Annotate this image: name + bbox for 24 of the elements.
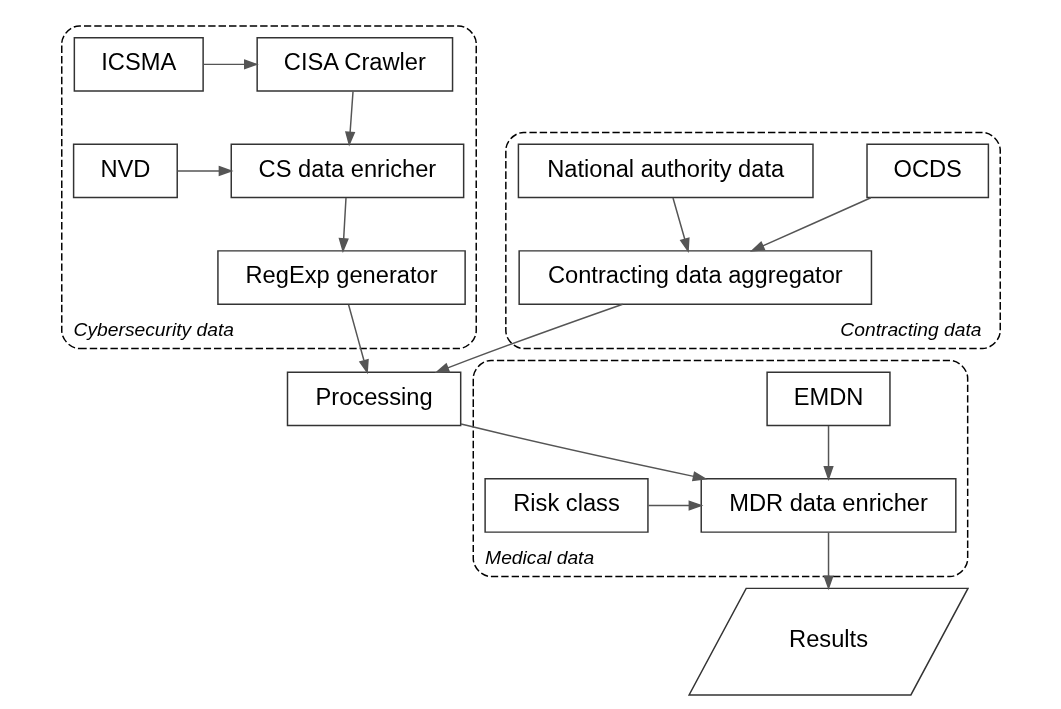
node-box: Processing [286,371,461,427]
node-box: RegExp generator [216,250,466,305]
node-box: OCDS [865,143,989,199]
node-box: NVD [72,143,178,199]
arrow [671,197,690,253]
node-box: National authority data [517,143,814,199]
arrow [434,303,623,374]
arrow [749,197,872,252]
node-box: Contracting data aggregator [517,250,872,305]
node-box: CISA Crawler [255,37,453,92]
arrow [822,531,834,591]
arrow [338,197,349,253]
arrow [176,165,233,177]
arrow [344,90,355,147]
node-box: MDR data enricher [700,478,957,533]
arrow [202,59,259,70]
arrow [822,425,834,481]
node-box: ICSMA [73,37,204,92]
node-box: EMDN [765,371,891,427]
arrow [647,500,703,511]
arrow [459,423,707,482]
node-box: CS data enricher [230,143,464,199]
arrow [347,303,369,375]
node-box: Risk class [483,478,649,533]
